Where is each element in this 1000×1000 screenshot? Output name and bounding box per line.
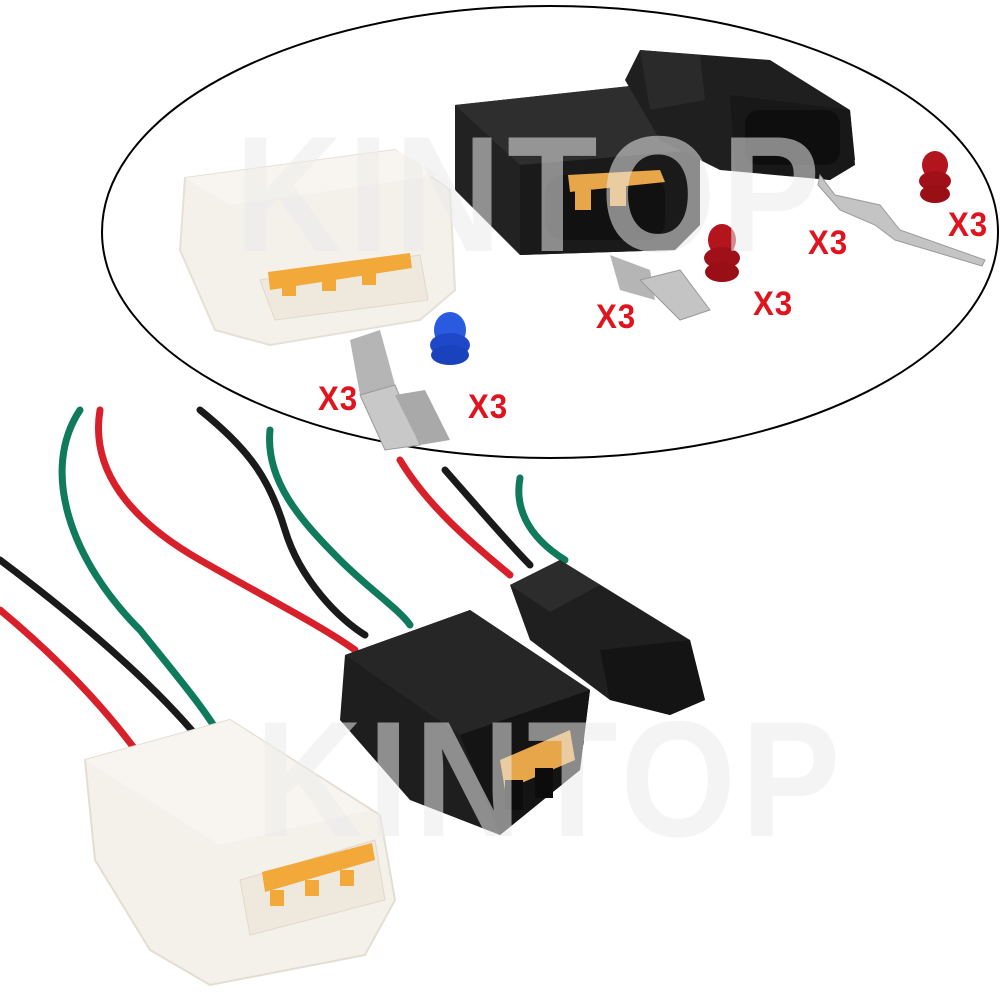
green-wire <box>266 426 414 629</box>
quantity-label-red-seal-left: X3 <box>753 285 794 323</box>
black-male-housing-assembled <box>510 560 705 715</box>
red-wire <box>95 406 359 654</box>
red-seal-right-loose <box>919 151 951 203</box>
male-terminal-loose <box>817 173 986 267</box>
black-male-housing-loose <box>625 50 855 180</box>
red-wire <box>396 456 514 579</box>
terminal-small-loose <box>610 255 711 321</box>
black-wire <box>0 556 204 744</box>
black-wire <box>441 466 534 569</box>
green-wire <box>515 474 569 564</box>
quantity-label-terminal-large: X3 <box>318 380 359 418</box>
quantity-label-red-seal-right: X3 <box>948 206 989 244</box>
white-housing-loose <box>178 148 457 347</box>
quantity-label-blue-seal: X3 <box>468 388 509 426</box>
red-seal-left-loose <box>704 224 740 282</box>
green-wire <box>58 406 229 749</box>
black-female-housing-loose <box>455 85 700 255</box>
quantity-label-male-terminal: X3 <box>808 224 849 262</box>
quantity-label-terminal-small: X3 <box>596 298 637 336</box>
black-wire <box>196 406 369 639</box>
blue-seal-loose <box>430 312 470 365</box>
terminal-large-loose <box>350 330 450 451</box>
white-housing-assembled <box>83 718 397 987</box>
black-female-housing-assembled <box>340 610 590 835</box>
